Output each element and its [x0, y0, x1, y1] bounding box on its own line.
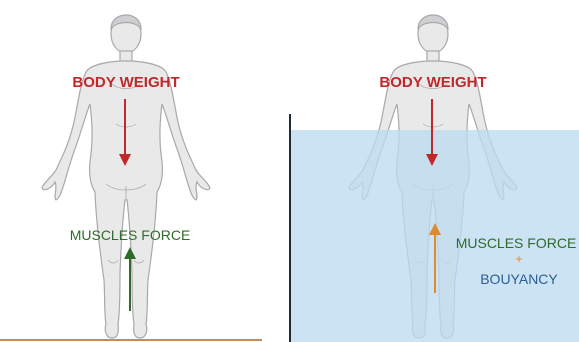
left-panel: BODY WEIGHT MUSCLES FORCE — [0, 15, 262, 340]
left-human-figure — [42, 15, 210, 338]
right-plus-sign: + — [515, 252, 522, 266]
left-body-weight-label: BODY WEIGHT — [72, 74, 179, 91]
right-buoyancy-label: BOUYANCY — [480, 271, 558, 287]
right-muscles-force-label: MUSCLES FORCE — [456, 235, 577, 251]
left-muscles-force-label: MUSCLES FORCE — [70, 227, 191, 243]
right-panel: BODY WEIGHT MUSCLES FORCE + BOUYANCY — [290, 15, 579, 342]
right-body-weight-label: BODY WEIGHT — [379, 74, 486, 91]
